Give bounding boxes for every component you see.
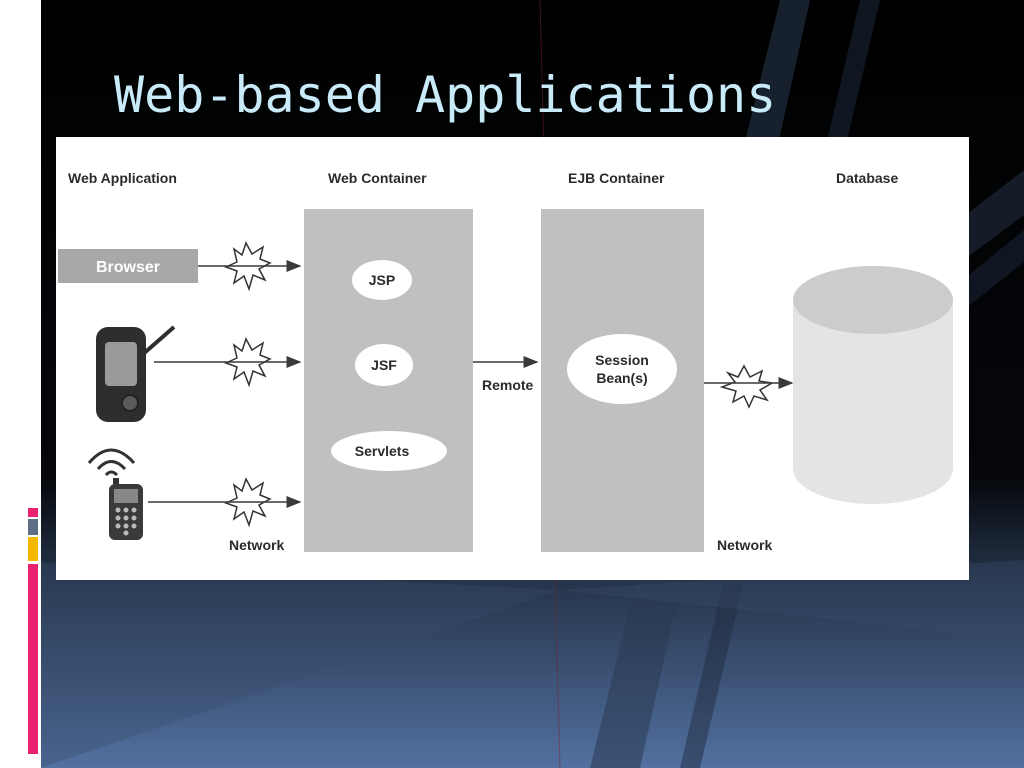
strip-block-pink-long <box>28 564 38 754</box>
header-database: Database <box>836 170 898 186</box>
pda-icon <box>96 325 176 422</box>
strip-color-blocks <box>28 508 38 768</box>
slide-title: Web-based Applications <box>114 66 777 124</box>
architecture-diagram: Web Application Web Container EJB Contai… <box>56 137 969 580</box>
client-network-label: Network <box>229 537 284 553</box>
jsf-label: JSF <box>371 357 397 373</box>
cellphone-icon <box>87 448 143 540</box>
header-web-application: Web Application <box>68 170 177 186</box>
strip-block-orange <box>28 537 38 561</box>
browser-client: Browser <box>58 249 198 283</box>
session-bean-line2: Bean(s) <box>596 370 647 386</box>
header-web-container: Web Container <box>328 170 427 186</box>
jsp-label: JSP <box>369 272 395 288</box>
servlets-component: Servlets <box>331 431 447 471</box>
header-ejb-container: EJB Container <box>568 170 665 186</box>
database-cylinder-icon <box>793 266 953 504</box>
browser-label: Browser <box>96 259 160 276</box>
jsp-component: JSP <box>352 260 412 300</box>
jsf-component: JSF <box>355 344 413 386</box>
db-network-label: Network <box>717 537 772 553</box>
servlets-label: Servlets <box>355 443 410 459</box>
session-bean-line1: Session <box>595 352 649 368</box>
session-bean-component: Session Bean(s) <box>567 334 677 404</box>
remote-label: Remote <box>482 377 534 393</box>
network-burst-database <box>719 364 775 409</box>
strip-block-slate <box>28 519 38 535</box>
strip-block-pink-top <box>28 508 38 517</box>
